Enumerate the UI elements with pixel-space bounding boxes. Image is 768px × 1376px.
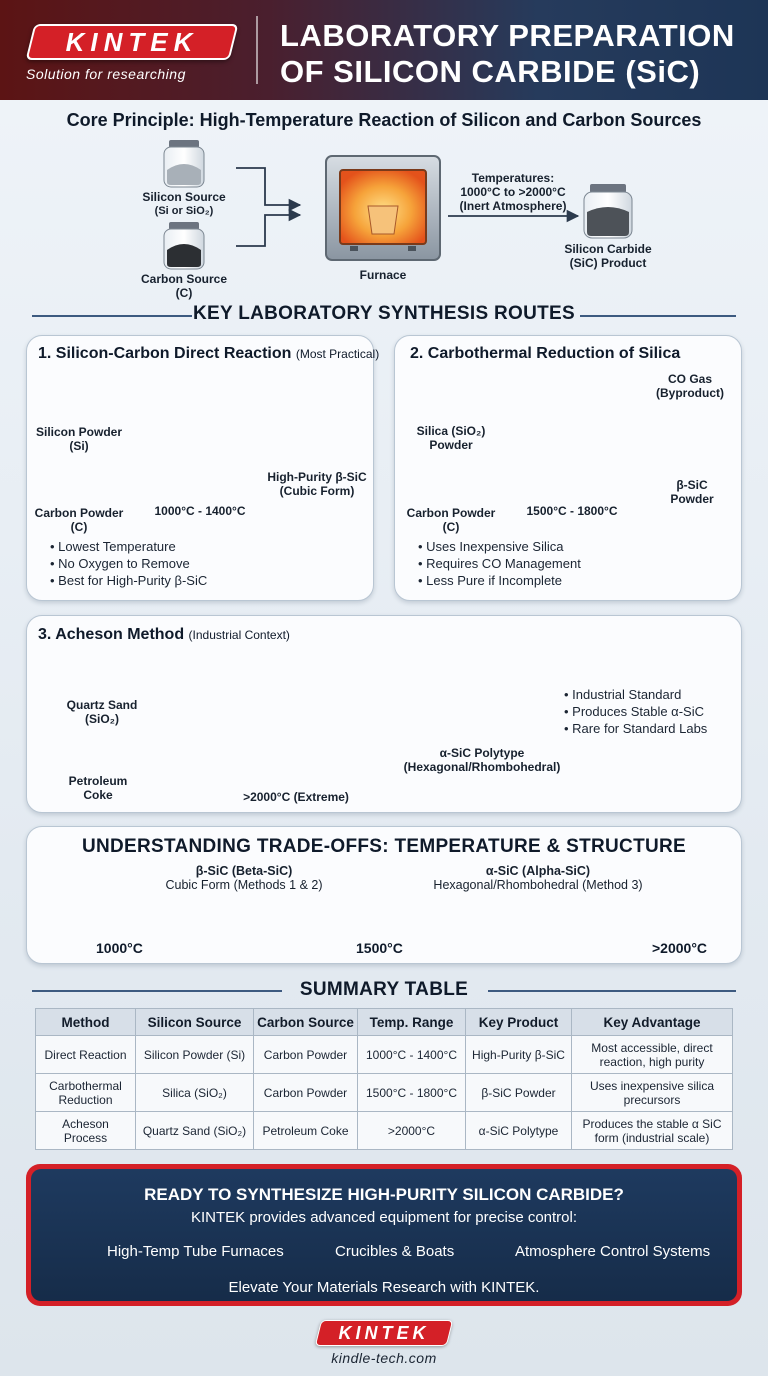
table-cell: Quartz Sand (SiO₂): [135, 1111, 254, 1150]
table-cell: Most accessible, direct reaction, high p…: [571, 1035, 733, 1074]
table-header-row: Method Silicon Source Carbon Source Temp…: [35, 1008, 733, 1036]
tick-1500: 1500°C: [356, 940, 403, 956]
furnace-label: Furnace: [359, 268, 407, 282]
cta-item-tube-furnaces: High-Temp Tube Furnaces: [107, 1243, 284, 1260]
tick-1000: 1000°C: [96, 940, 143, 956]
logo-tagline: Solution for researching: [26, 66, 186, 82]
divider-right: [580, 315, 736, 317]
table-cell: Produces the stable α SiC form (industri…: [571, 1111, 733, 1150]
table-row: Acheson Process Quartz Sand (SiO₂) Petro…: [35, 1111, 733, 1150]
table-row: Carbothermal Reduction Silica (SiO₂) Car…: [35, 1073, 733, 1112]
cta-item-atmosphere: Atmosphere Control Systems: [515, 1243, 711, 1260]
core-principle-heading: Core Principle: High-Temperature Reactio…: [66, 110, 702, 130]
col-temp-range: Temp. Range: [357, 1008, 466, 1036]
cta-inner: READY TO SYNTHESIZE HIGH-PURITY SILICON …: [31, 1169, 737, 1301]
route3-bullets: Industrial StandardProduces Stable α-SiC…: [564, 686, 736, 737]
table-cell: >2000°C: [357, 1111, 466, 1150]
summary-divider-left: [32, 990, 282, 992]
summary-table: Method Silicon Source Carbon Source Temp…: [35, 1008, 733, 1150]
alpha-sic-label: α-SiC (Alpha-SiC)Hexagonal/Rhombohedral …: [433, 864, 643, 892]
tradeoffs-heading: UNDERSTANDING TRADE-OFFS: TEMPERATURE & …: [81, 836, 687, 857]
col-carbon-source: Carbon Source: [253, 1008, 358, 1036]
table-cell: Carbon Powder: [253, 1035, 358, 1074]
routes-heading: KEY LABORATORY SYNTHESIS ROUTES: [193, 303, 575, 324]
table-cell: α-SiC Polytype: [465, 1111, 572, 1150]
kintek-logo: KINTEK: [65, 27, 199, 57]
route1-temp-label: 1000°C - 1400°C: [154, 504, 246, 518]
table-cell: Direct Reaction: [35, 1035, 136, 1074]
header-divider: [256, 16, 258, 84]
silicon-source-label: Silicon Source(Si or SiO₂): [142, 190, 226, 217]
co-gas-label: CO Gas(Byproduct): [656, 372, 724, 400]
table-cell: 1000°C - 1400°C: [357, 1035, 466, 1074]
route1-bullets: Lowest TemperatureNo Oxygen to RemoveBes…: [50, 538, 270, 589]
summary-divider-right: [488, 990, 736, 992]
cta-heading: READY TO SYNTHESIZE HIGH-PURITY SILICON …: [144, 1185, 624, 1204]
table-cell: Acheson Process: [35, 1111, 136, 1150]
temperature-range-label: Temperatures:1000°C to >2000°C(Inert Atm…: [459, 171, 567, 213]
summary-heading: SUMMARY TABLE: [299, 979, 469, 1000]
table-cell: Carbon Powder: [253, 1073, 358, 1112]
carbon-source-label: Carbon Source(C): [140, 272, 227, 300]
col-method: Method: [35, 1008, 136, 1036]
title-line-1: LABORATORY PREPARATION: [280, 18, 735, 53]
table-cell: Silica (SiO₂): [135, 1073, 254, 1112]
route2-bullets: Uses Inexpensive SilicaRequires CO Manag…: [418, 538, 638, 589]
divider-left: [32, 315, 192, 317]
route2-title: 2. Carbothermal Reduction of Silica: [410, 345, 681, 362]
sic-product-jar-icon: [583, 184, 633, 239]
col-key-product: Key Product: [465, 1008, 572, 1036]
cta-subheading: KINTEK provides advanced equipment for p…: [190, 1209, 578, 1226]
silica-powder-label: Silica (SiO₂)Powder: [416, 424, 486, 452]
beta-sic-label: β-SiC (Beta-SiC)Cubic Form (Methods 1 & …: [165, 864, 323, 892]
table-row: Direct Reaction Silicon Powder (Si) Carb…: [35, 1035, 733, 1074]
route3-temp-label: >2000°C (Extreme): [243, 790, 349, 804]
route3-title: 3. Acheson Method (Industrial Context): [38, 626, 290, 643]
page-title: LABORATORY PREPARATION OF SILICON CARBID…: [280, 18, 760, 90]
silicon-powder-label: Silicon Powder(Si): [35, 425, 122, 453]
col-key-advantage: Key Advantage: [571, 1008, 733, 1036]
quartz-sand-label: Quartz Sand(SiO₂): [66, 698, 138, 726]
table-cell: Uses inexpensive silica precursors: [571, 1073, 733, 1112]
sic-product-label: Silicon Carbide(SiC) Product: [564, 242, 652, 270]
table-cell: β-SiC Powder: [465, 1073, 572, 1112]
col-silicon-source: Silicon Source: [135, 1008, 254, 1036]
route1-title: 1. Silicon-Carbon Direct Reaction (Most …: [38, 345, 380, 362]
table-cell: Carbothermal Reduction: [35, 1073, 136, 1112]
carbon-powder-label: Carbon Powder(C): [34, 506, 124, 534]
carbon-source-jar-icon: [163, 222, 205, 270]
footer-logo: KINTEK: [338, 1323, 430, 1343]
footer-url[interactable]: kindle-tech.com: [331, 1350, 437, 1366]
furnace-icon: [325, 155, 441, 261]
tradeoffs-card: [26, 826, 742, 964]
table-cell: Petroleum Coke: [253, 1111, 358, 1150]
route1-product-label: High-Purity β-SiC(Cubic Form): [267, 470, 367, 498]
cta-panel: READY TO SYNTHESIZE HIGH-PURITY SILICON …: [26, 1164, 742, 1306]
route2-temp-label: 1500°C - 1800°C: [526, 504, 618, 518]
cta-item-crucibles: Crucibles & Boats: [335, 1243, 455, 1260]
route3-product-label: α-SiC Polytype(Hexagonal/Rhombohedral): [403, 746, 561, 774]
route2-carbon-label: Carbon Powder(C): [406, 506, 496, 534]
table-cell: Silicon Powder (Si): [135, 1035, 254, 1074]
silicon-source-jar-icon: [163, 140, 205, 188]
cta-footer-line: Elevate Your Materials Research with KIN…: [228, 1279, 540, 1296]
table-cell: High-Purity β-SiC: [465, 1035, 572, 1074]
title-line-2: OF SILICON CARBIDE (SiC): [280, 54, 701, 89]
table-cell: 1500°C - 1800°C: [357, 1073, 466, 1112]
tick-2000: >2000°C: [652, 940, 708, 956]
